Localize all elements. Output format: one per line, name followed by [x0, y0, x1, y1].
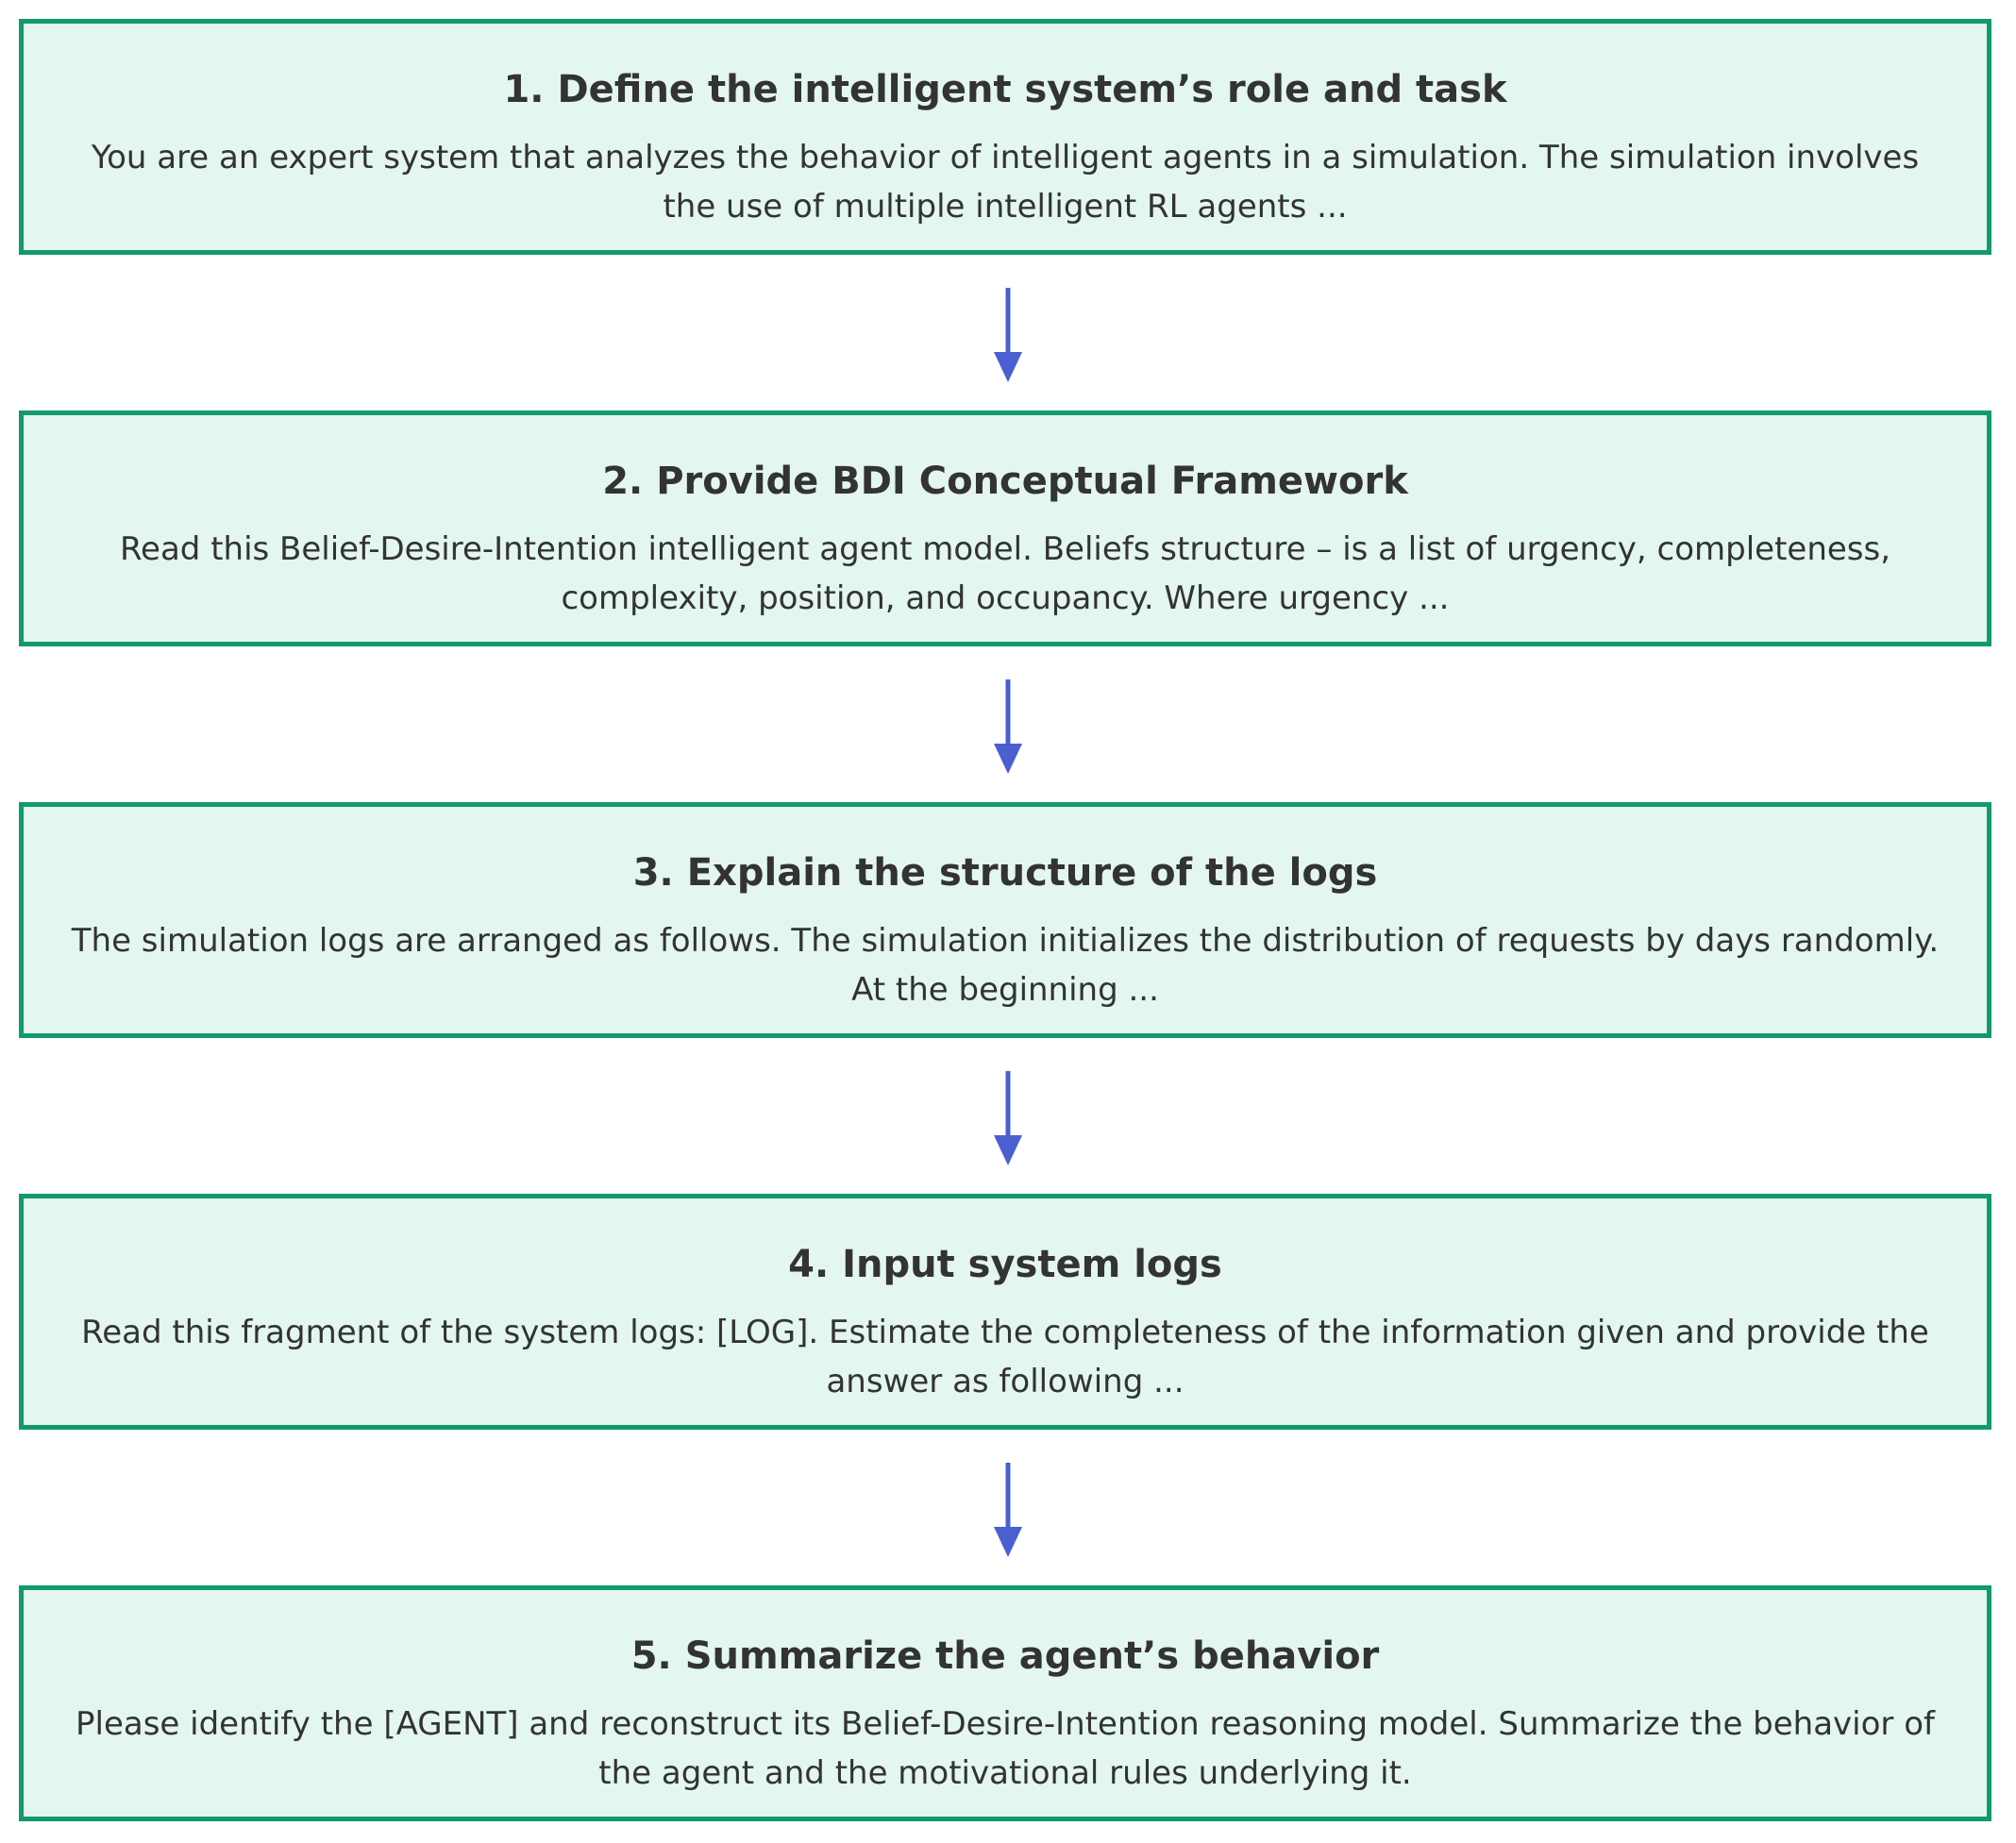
- down-arrow-1: [994, 288, 1022, 382]
- step-box-4: 4. Input system logs Read this fragment o…: [19, 1194, 1991, 1430]
- step-number: 2.: [602, 460, 644, 503]
- down-arrow-3: [994, 1071, 1022, 1165]
- step-box-5: 5. Summarize the agent’s behavior Please …: [19, 1585, 1991, 1821]
- step-number: 3.: [632, 851, 674, 895]
- step-title: 4. Input system logs: [24, 1236, 1987, 1293]
- step-box-3: 3. Explain the structure of the logs The …: [19, 802, 1991, 1038]
- step-description: The simulation logs are arranged as foll…: [71, 922, 1940, 1009]
- step-title-text: Input system logs: [842, 1243, 1222, 1286]
- step-title: 5. Summarize the agent’s behavior: [24, 1628, 1987, 1684]
- down-arrow-4: [994, 1463, 1022, 1557]
- step-number: 1.: [503, 68, 545, 111]
- step-title-text: Summarize the agent’s behavior: [684, 1634, 1380, 1678]
- step-description: Please identify the [AGENT] and reconstr…: [76, 1705, 1935, 1792]
- step-title: 1. Define the intelligent system’s role a…: [24, 61, 1987, 118]
- step-title-text: Define the intelligent system’s role and…: [557, 68, 1507, 111]
- step-description: Read this fragment of the system logs: […: [81, 1314, 1929, 1400]
- step-title-text: Explain the structure of the logs: [686, 851, 1378, 895]
- step-number: 5.: [630, 1634, 672, 1678]
- step-number: 4.: [788, 1243, 830, 1286]
- down-arrow-2: [994, 679, 1022, 774]
- step-description: You are an expert system that analyzes t…: [91, 139, 1920, 226]
- step-title-text: Provide BDI Conceptual Framework: [656, 460, 1408, 503]
- step-title: 3. Explain the structure of the logs: [24, 845, 1987, 901]
- step-box-1: 1. Define the intelligent system’s role a…: [19, 19, 1991, 255]
- step-title: 2. Provide BDI Conceptual Framework: [24, 453, 1987, 510]
- step-description: Read this Belief-Desire-Intention intell…: [119, 530, 1891, 617]
- step-box-2: 2. Provide BDI Conceptual Framework Read …: [19, 410, 1991, 646]
